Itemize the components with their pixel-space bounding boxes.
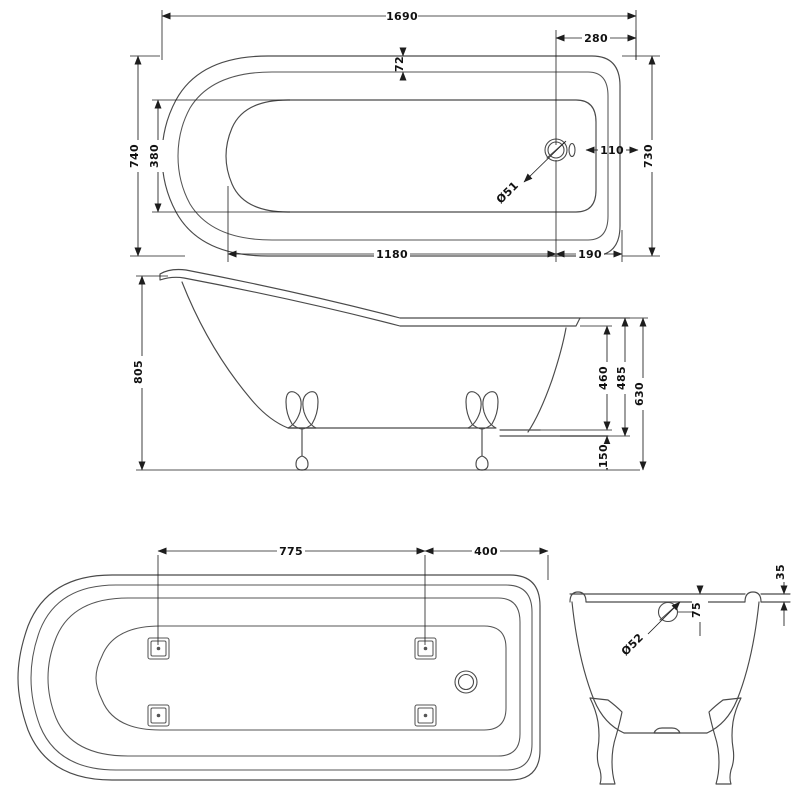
dim-75-mask: [692, 598, 708, 622]
dim-775-mask: [277, 543, 305, 559]
dim-280-label: 280: [584, 32, 608, 45]
end-body-right: [706, 601, 760, 734]
dim-740-mask: [130, 140, 146, 172]
view-side-elevation: 805 460 485 630 150: [132, 268, 651, 471]
dim-740-label: 740: [128, 144, 141, 168]
dia52-leader-line: [647, 601, 681, 635]
dim-72-label: 72: [393, 56, 406, 72]
dim-35-label: 35: [774, 564, 787, 580]
dim-380-mask: [150, 140, 166, 172]
foot-pad-bottom-left-dot: [156, 713, 161, 718]
dim-630-label: 630: [633, 382, 646, 406]
foot-pad-top-right-dot: [423, 646, 428, 651]
foot-mounting-pads: [147, 637, 437, 727]
dim-400-mask: [472, 543, 500, 559]
end-rim-right-curl: [744, 591, 762, 603]
bath-bowl-outline: [225, 99, 597, 213]
dim-280-mask: [582, 30, 610, 46]
dim-380-label: 380: [148, 144, 161, 168]
dim-1690-label: 1690: [386, 10, 418, 23]
dim-1180-label: 1180: [376, 248, 408, 261]
dim-775-label: 775: [279, 545, 303, 558]
underside-second-outline: [30, 584, 533, 771]
underside-outer-outline: [17, 574, 541, 781]
dim-485-mask: [617, 362, 633, 394]
dim-460-label: 460: [597, 366, 610, 390]
dia51-leader-line: [523, 140, 567, 183]
end-leg-right: [708, 697, 742, 785]
underside-waste-inner: [457, 673, 475, 691]
dim-630-mask: [635, 378, 651, 410]
overflow-slot: [568, 142, 576, 158]
end-leg-left: [589, 697, 623, 785]
dim-190-label: 190: [578, 248, 602, 261]
end-overflow-hole: [657, 601, 679, 623]
underside-waste-outer: [454, 670, 478, 694]
dim-1180-mask: [374, 246, 410, 262]
bath-inner-wall-left: [181, 281, 289, 429]
dim-1690-mask: [386, 8, 418, 24]
underside-bowl-outline: [95, 625, 507, 731]
dim-400-label: 400: [474, 545, 498, 558]
underside-rim-outline: [47, 597, 521, 757]
dim-730-mask: [644, 140, 660, 172]
dim-730-label: 730: [642, 144, 655, 168]
bath-rim-inner-line: [177, 71, 609, 241]
dim-110-label: 110: [600, 144, 624, 157]
foot-pad-bottom-right-dot: [423, 713, 428, 718]
bath-inner-wall-right: [527, 327, 567, 433]
end-body-left: [571, 601, 625, 734]
dim-150-mask: [599, 444, 615, 468]
bath-outer-rim-outline: [161, 55, 621, 257]
dim-150-label: 150: [597, 444, 610, 468]
dim-485-label: 485: [615, 366, 628, 390]
dim-190-mask: [576, 246, 604, 262]
view-end-elevation: Ø52 75 35: [569, 560, 792, 785]
foot-pad-top-left-dot: [156, 646, 161, 651]
dim-75-label: 75: [690, 602, 703, 618]
end-drain-boss: [653, 727, 681, 734]
dim-805-mask: [134, 356, 150, 388]
dim-35-mask: [776, 560, 792, 582]
dim-805-label: 805: [132, 360, 145, 384]
dim-460-mask: [599, 362, 615, 394]
end-rim-left-curl: [569, 591, 587, 603]
view-underside-plan: 775 400: [17, 543, 549, 781]
